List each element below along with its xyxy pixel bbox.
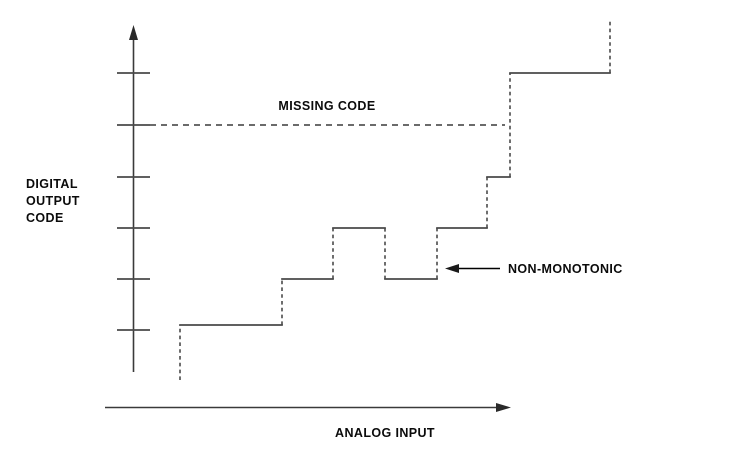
- staircase-risers: [179, 20, 611, 380]
- missing-code-annotation: MISSING CODE: [150, 99, 505, 126]
- non-monotonic-arrowhead: [445, 264, 459, 273]
- x-axis-title-label: ANALOG INPUT: [335, 426, 435, 440]
- non-monotonic-label: NON-MONOTONIC: [508, 262, 623, 276]
- x-axis-arrowhead: [496, 403, 511, 412]
- missing-code-label: MISSING CODE: [278, 99, 375, 113]
- y-axis-title-line-2: OUTPUT: [26, 194, 80, 208]
- y-axis-title-line-1: DIGITAL: [26, 177, 78, 191]
- staircase-treads: [179, 72, 611, 326]
- y-axis-title: DIGITAL OUTPUT CODE: [26, 177, 80, 225]
- y-axis-arrowhead: [129, 25, 138, 40]
- y-axis-group: [117, 25, 150, 372]
- x-axis-group: ANALOG INPUT: [105, 403, 511, 440]
- y-axis-title-line-3: CODE: [26, 211, 64, 225]
- non-monotonic-annotation: NON-MONOTONIC: [445, 262, 623, 276]
